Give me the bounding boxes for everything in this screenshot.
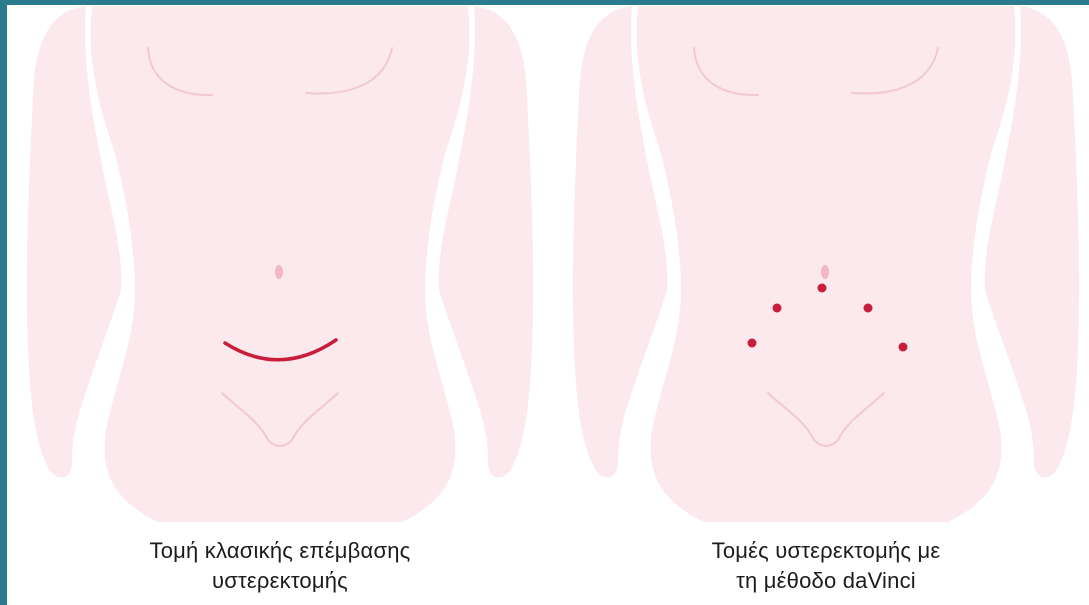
right-caption-line2: τη μέθοδο daVinci bbox=[606, 566, 1046, 596]
right-caption: Τομές υστερεκτομής με τη μέθοδο daVinci bbox=[606, 536, 1046, 596]
left-caption-line1: Τομή κλασικής επέμβασης bbox=[60, 536, 500, 566]
left-caption: Τομή κλασικής επέμβασης υστερεκτομής bbox=[60, 536, 500, 596]
left-body-silhouette bbox=[27, 6, 533, 522]
port-incision-dot bbox=[773, 304, 782, 313]
port-incision-dot bbox=[818, 284, 827, 293]
port-incision-dot bbox=[748, 339, 757, 348]
right-figure bbox=[573, 6, 1079, 522]
port-incision-dot bbox=[864, 304, 873, 313]
right-body-silhouette bbox=[573, 6, 1079, 522]
right-caption-line1: Τομές υστερεκτομής με bbox=[606, 536, 1046, 566]
left-figure bbox=[27, 6, 533, 522]
port-incision-dot bbox=[899, 343, 908, 352]
left-caption-line2: υστερεκτομής bbox=[60, 566, 500, 596]
